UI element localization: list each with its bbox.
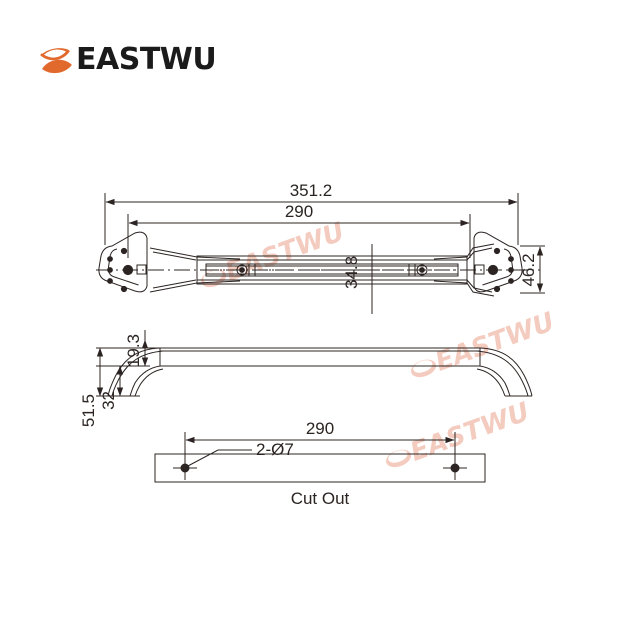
end-plate-left bbox=[98, 231, 148, 293]
dimension-value: 51.5 bbox=[79, 394, 98, 427]
cutout-hole-left bbox=[173, 456, 197, 480]
cutout-title: Cut Out bbox=[291, 489, 350, 508]
cutout-view: 290 2-Ø7 bbox=[154, 419, 486, 508]
callout-value: 2-Ø7 bbox=[256, 440, 294, 459]
end-plate-right bbox=[473, 231, 523, 293]
watermark-text: EASTWU bbox=[432, 307, 559, 378]
watermark-text: EASTWU bbox=[222, 217, 349, 288]
dimension-overall-height: 51.5 bbox=[79, 347, 104, 427]
dimension-end-plate-width: 46.2 bbox=[519, 245, 545, 294]
dimension-value: 351.2 bbox=[290, 181, 333, 200]
eastwu-lens-logo-icon bbox=[40, 46, 72, 74]
dimension-value: 290 bbox=[306, 419, 334, 438]
dimension-bar-height: 19.3 bbox=[124, 334, 149, 367]
dimension-value: 290 bbox=[285, 202, 313, 221]
dimension-bar-width: 34.8 bbox=[342, 244, 377, 314]
cutout-panel bbox=[154, 453, 486, 483]
watermark-text: EASTWU bbox=[407, 397, 534, 468]
dimension-hole-spacing: 290 bbox=[127, 202, 471, 258]
hole-callout: 2-Ø7 bbox=[185, 440, 294, 468]
dimension-value: 19.3 bbox=[124, 334, 143, 367]
dimension-cutout-hole-spacing: 290 bbox=[184, 419, 456, 470]
dimension-value: 34.8 bbox=[342, 256, 361, 289]
brand-logo: EASTWU bbox=[40, 42, 217, 77]
dimension-overall-length: 351.2 bbox=[104, 181, 519, 245]
side-view: 19.3 32 51.5 bbox=[79, 330, 533, 427]
dimension-value: 46.2 bbox=[519, 253, 538, 286]
cutout-hole-right bbox=[443, 456, 467, 480]
brand-name: EASTWU bbox=[76, 42, 217, 77]
top-view: 351.2 290 bbox=[96, 181, 545, 314]
handle-profile bbox=[107, 347, 533, 397]
